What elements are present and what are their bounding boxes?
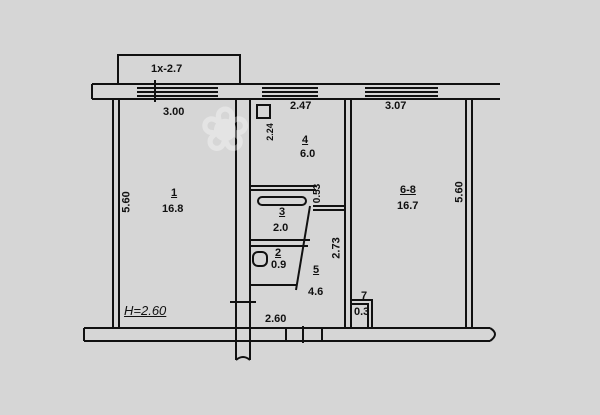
watermark: ❀ — [200, 96, 251, 163]
room1-number: 1 — [171, 187, 178, 199]
room7-area: 0.3 — [354, 306, 370, 318]
dim-hall-width: 2.60 — [265, 313, 287, 325]
ceiling-height: H=2.60 — [124, 303, 167, 318]
dim-hall-length: 2.73 — [330, 237, 343, 259]
room5-area: 4.6 — [308, 286, 324, 298]
room3-area: 2.0 — [273, 222, 289, 234]
interior-walls — [112, 99, 473, 361]
dim-room1-width: 3.00 — [163, 106, 185, 118]
dim-bath-gap: 0.53 — [312, 183, 324, 204]
balcony-label: 1x-2.7 — [151, 63, 183, 75]
dim-room1-length: 5.60 — [120, 191, 133, 213]
room1-area: 16.8 — [162, 203, 184, 215]
room4-area: 6.0 — [300, 148, 316, 160]
room6-area: 16.7 — [397, 200, 419, 212]
dim-room6-width: 3.07 — [385, 100, 407, 112]
room2-number: 2 — [275, 247, 282, 259]
room7-number: 7 — [361, 290, 368, 302]
bottom-wall — [83, 326, 496, 343]
room6-number: 6-8 — [400, 184, 416, 196]
dim-room6-length: 5.60 — [453, 181, 466, 203]
dim-kitchen-length: 2.24 — [264, 123, 275, 141]
top-wall — [91, 80, 500, 102]
room3-number: 3 — [279, 206, 286, 218]
room2-area: 0.9 — [271, 259, 287, 271]
dim-kitchen-width: 2.47 — [290, 100, 312, 112]
room4-number: 4 — [302, 134, 309, 146]
room5-number: 5 — [313, 264, 320, 276]
